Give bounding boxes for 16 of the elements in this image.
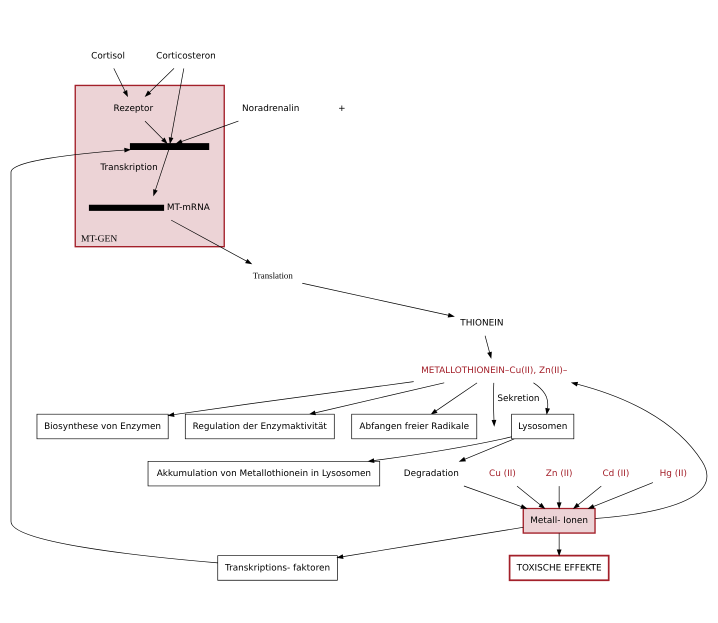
node-text: THIONEIN	[460, 318, 504, 328]
node-text: Corticosteron	[156, 50, 216, 61]
node-text: Rezeptor	[114, 103, 154, 114]
edge-label: Sekretion	[497, 393, 540, 404]
node-text: Cd (II)	[602, 468, 630, 478]
edge-label: Transkription	[100, 162, 158, 173]
node-text: Noradrenalin	[242, 103, 300, 114]
node-text: Translation	[252, 270, 293, 280]
node-text: Degradation	[404, 468, 459, 478]
node-text: Cortisol	[91, 50, 125, 61]
node-text: Hg (II)	[660, 468, 687, 478]
label: +	[338, 103, 346, 114]
node-text: Cu (II)	[489, 468, 516, 478]
node-text: METALLOTHIONEIN–Cu(II), Zn(II)–	[421, 365, 568, 376]
node-text: Zn (II)	[546, 468, 572, 478]
node-label: MT-mRNA	[166, 202, 210, 213]
